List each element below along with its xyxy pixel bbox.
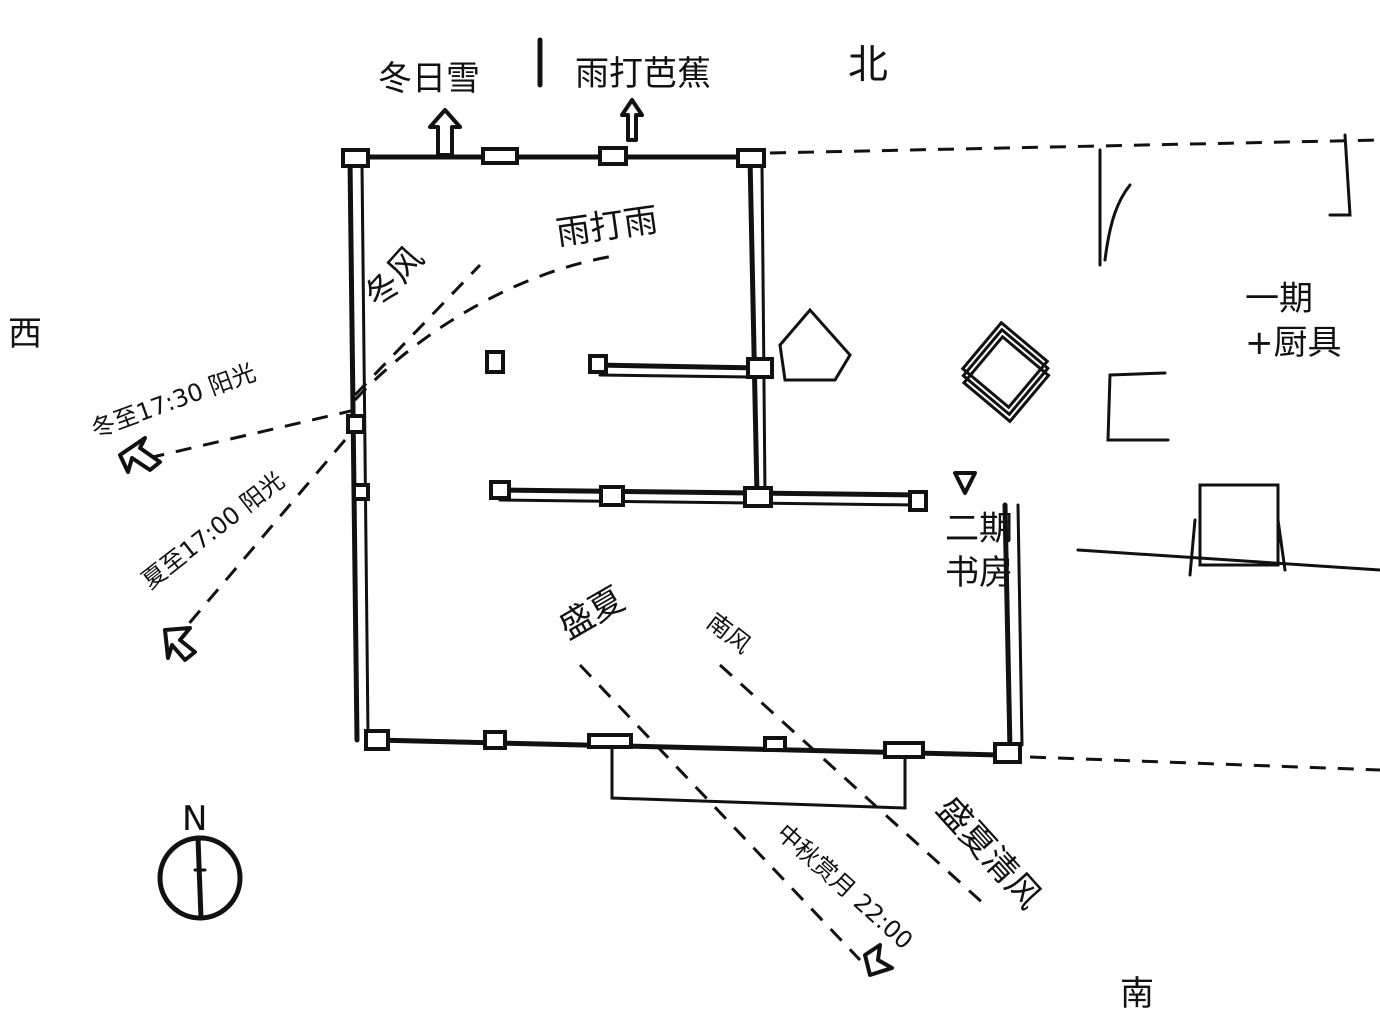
column: [483, 730, 507, 750]
ray-wind: [353, 263, 482, 397]
furniture-box: [1106, 373, 1170, 442]
up-arrow-icon: [620, 98, 644, 142]
label-cool-breeze: 盛夏清风: [928, 789, 1049, 917]
wall-east-upper-inner: [760, 163, 767, 497]
label-north-top-right: 雨打芭蕉: [575, 54, 711, 94]
arrow-winter-sunset-icon: [118, 436, 162, 474]
ray-winter-sunset: [139, 408, 356, 462]
column-corner: [1328, 133, 1352, 217]
furniture-line: [1108, 371, 1167, 377]
interior-wall-1: [592, 362, 763, 371]
ray-rain: [353, 253, 621, 402]
column: [736, 148, 766, 168]
site-dashed-lines: [769, 138, 1380, 772]
site-boundary-north: [769, 138, 1380, 155]
label-south-wind: 南风: [701, 608, 756, 660]
site-boundary-south: [1029, 755, 1380, 772]
label-autumn-moon: 中秋赏月 22:00: [771, 819, 918, 955]
label-rain-drop: 雨打雨: [554, 200, 661, 254]
column: [352, 483, 370, 501]
wall-east-lower-inner: [1016, 503, 1024, 747]
building-outline: [347, 154, 1024, 810]
ray-summer-sunset: [173, 439, 347, 641]
down-marker: [953, 471, 977, 495]
wall-west-inner: [360, 163, 370, 737]
column: [746, 357, 774, 379]
appliance-leg: [1188, 518, 1197, 577]
interior-wall-1-inner: [598, 373, 752, 379]
label-north-top-left: 冬日雪: [378, 59, 480, 99]
up-arrow-icon: [428, 108, 462, 157]
compass-icon: N: [157, 799, 243, 921]
label-sunset-winter: 冬至17:30 阳光: [87, 358, 259, 443]
label-north: 北: [848, 42, 888, 88]
column: [763, 736, 787, 752]
stacked-panels: [960, 320, 1051, 424]
column: [481, 147, 519, 165]
north-arrows: [428, 37, 644, 157]
label-south: 南: [1120, 974, 1154, 1014]
bay-window: [610, 743, 907, 810]
door-swing-arc: [1103, 183, 1132, 262]
furniture-sketch: [778, 133, 1380, 577]
sketch-polygon: [778, 307, 852, 382]
column: [346, 414, 366, 434]
ray-moon: [578, 663, 862, 962]
column: [364, 729, 390, 751]
column: [485, 350, 505, 374]
column: [598, 146, 628, 166]
label-wind: 冬风: [357, 239, 432, 316]
column: [489, 480, 511, 500]
compass-label: N: [182, 799, 207, 839]
column: [908, 490, 928, 512]
column: [743, 486, 773, 508]
interior-wall-2: [492, 487, 923, 498]
appliance-leg: [1276, 518, 1287, 572]
label-phase-two: 二期书房: [945, 509, 1013, 593]
arrow-summer-sunset-icon: [163, 626, 197, 662]
wall-east-lower: [1002, 502, 1013, 753]
column-markers: [341, 146, 1022, 764]
column: [341, 148, 370, 168]
interior-wall-2-inner: [498, 498, 917, 507]
column: [993, 742, 1022, 764]
appliance: [1198, 483, 1280, 567]
column: [883, 741, 925, 759]
column: [588, 354, 608, 374]
label-summer: 盛夏: [553, 579, 632, 648]
label-west: 西: [8, 314, 42, 354]
sun-rays: [118, 253, 987, 977]
arrow-moon-icon: [863, 943, 894, 977]
counter-line: [1076, 548, 1380, 572]
ray-breeze: [718, 663, 987, 907]
label-kitchen: 一期+厨具: [1245, 279, 1342, 363]
column: [599, 485, 625, 507]
wall-east-upper: [747, 154, 760, 498]
column: [587, 733, 633, 749]
wall-west-outer: [347, 157, 360, 743]
